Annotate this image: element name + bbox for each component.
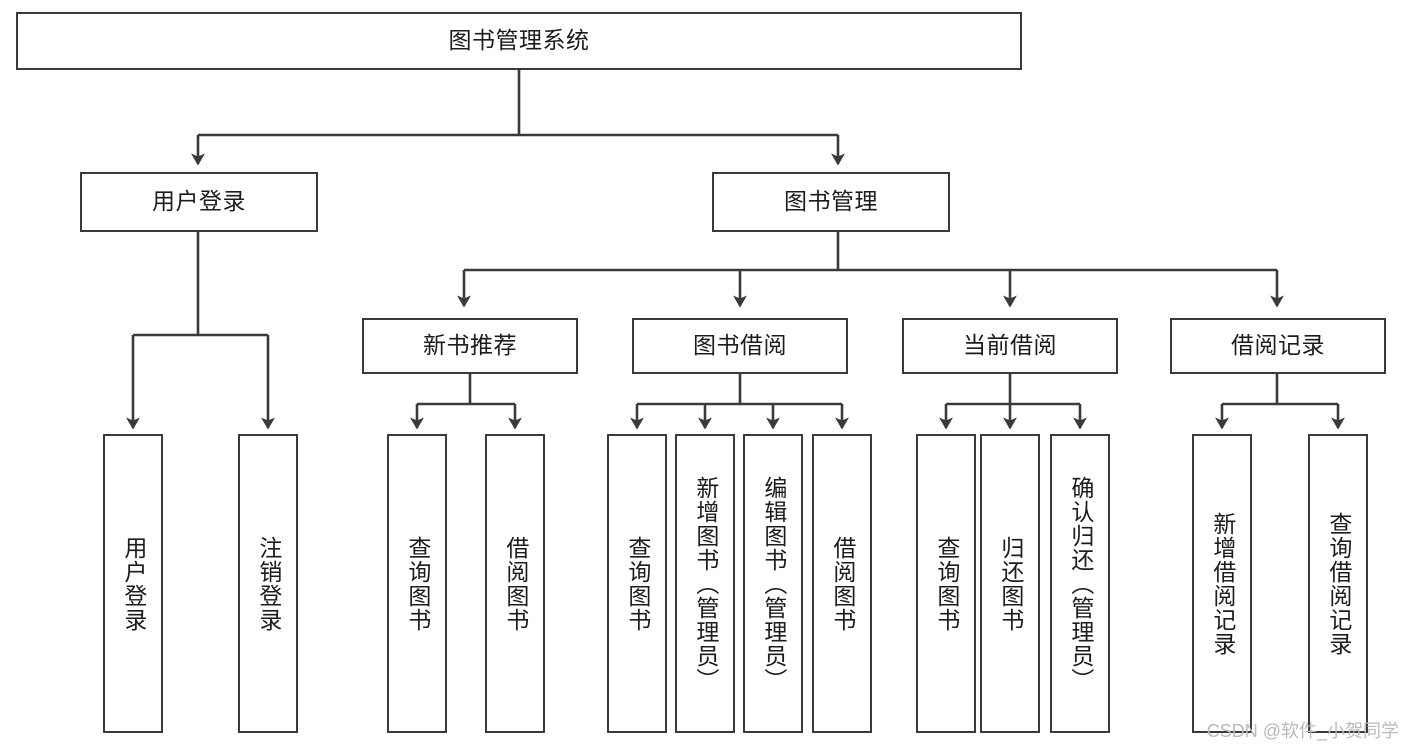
node-leaf-current-borrow-query-label: 查询图书 bbox=[933, 535, 960, 632]
node-borrow-record[interactable]: 借阅记录 bbox=[1170, 318, 1386, 374]
node-leaf-current-borrow-return-label: 归还图书 bbox=[997, 535, 1024, 632]
node-leaf-current-borrow-confirm-label: 确认归还（管理员） bbox=[1067, 475, 1094, 692]
node-book-manage-label: 图书管理 bbox=[784, 188, 878, 215]
node-new-book-recommend-label: 新书推荐 bbox=[423, 332, 517, 359]
node-leaf-current-borrow-query[interactable]: 查询图书 bbox=[916, 434, 976, 733]
node-leaf-book-borrow-add-label: 新增图书（管理员） bbox=[692, 475, 719, 692]
node-leaf-user-login-logout-label: 注销登录 bbox=[255, 535, 282, 632]
node-current-borrow[interactable]: 当前借阅 bbox=[902, 318, 1118, 374]
node-leaf-borrow-record-add[interactable]: 新增借阅记录 bbox=[1192, 434, 1252, 733]
node-leaf-new-book-query[interactable]: 查询图书 bbox=[387, 434, 447, 733]
node-leaf-current-borrow-confirm[interactable]: 确认归还（管理员） bbox=[1050, 434, 1110, 733]
node-current-borrow-label: 当前借阅 bbox=[963, 332, 1057, 359]
node-borrow-record-label: 借阅记录 bbox=[1231, 332, 1325, 359]
node-leaf-book-borrow-edit-label: 编辑图书（管理员） bbox=[760, 475, 787, 692]
node-book-borrow-label: 图书借阅 bbox=[693, 332, 787, 359]
node-leaf-book-borrow-borrow-label: 借阅图书 bbox=[829, 535, 856, 632]
node-leaf-borrow-record-query[interactable]: 查询借阅记录 bbox=[1308, 434, 1368, 733]
node-new-book-recommend[interactable]: 新书推荐 bbox=[362, 318, 578, 374]
node-leaf-book-borrow-edit[interactable]: 编辑图书（管理员） bbox=[743, 434, 803, 733]
node-user-login-label: 用户登录 bbox=[152, 188, 246, 215]
node-leaf-user-login-login[interactable]: 用户登录 bbox=[103, 434, 163, 733]
node-root-label: 图书管理系统 bbox=[448, 27, 590, 54]
node-leaf-book-borrow-add[interactable]: 新增图书（管理员） bbox=[675, 434, 735, 733]
node-leaf-new-book-borrow-label: 借阅图书 bbox=[502, 535, 529, 632]
node-leaf-book-borrow-borrow[interactable]: 借阅图书 bbox=[812, 434, 872, 733]
node-leaf-book-borrow-query-label: 查询图书 bbox=[624, 535, 651, 632]
node-book-borrow[interactable]: 图书借阅 bbox=[632, 318, 848, 374]
node-leaf-borrow-record-query-label: 查询借阅记录 bbox=[1325, 511, 1352, 656]
node-leaf-borrow-record-add-label: 新增借阅记录 bbox=[1209, 511, 1236, 656]
node-leaf-book-borrow-query[interactable]: 查询图书 bbox=[607, 434, 667, 733]
node-leaf-user-login-login-label: 用户登录 bbox=[120, 535, 147, 632]
node-user-login[interactable]: 用户登录 bbox=[80, 172, 318, 232]
node-leaf-current-borrow-return[interactable]: 归还图书 bbox=[980, 434, 1040, 733]
node-leaf-new-book-borrow[interactable]: 借阅图书 bbox=[485, 434, 545, 733]
node-leaf-new-book-query-label: 查询图书 bbox=[404, 535, 431, 632]
node-root[interactable]: 图书管理系统 bbox=[16, 12, 1022, 70]
node-book-manage[interactable]: 图书管理 bbox=[712, 172, 950, 232]
node-leaf-user-login-logout[interactable]: 注销登录 bbox=[238, 434, 298, 733]
